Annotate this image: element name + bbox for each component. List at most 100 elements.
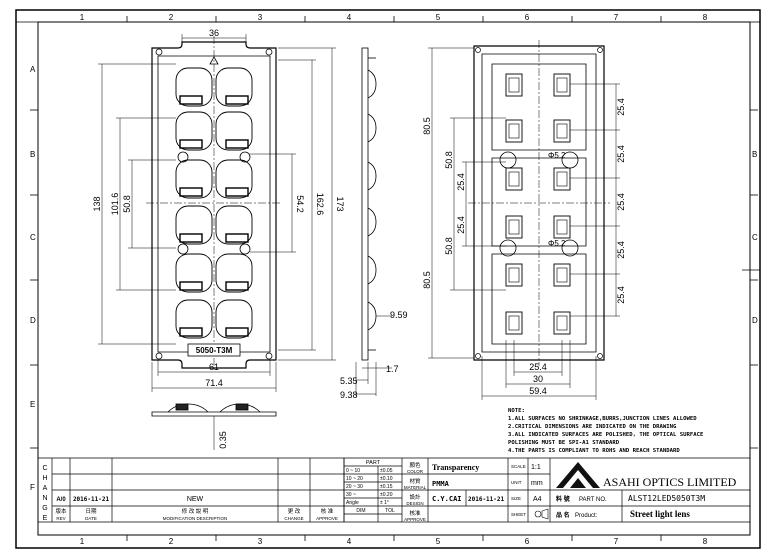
rev-label: REV [56,516,65,521]
product-label: Product: [575,513,598,519]
col-label-6: 6 [525,13,530,22]
approve2-cn: 核准 [409,509,421,517]
row-label-f: F [30,483,35,492]
date-value: 2016-11-21 [73,496,110,503]
note-line-4: POLISHING MUST BE SPI-A1 STANDARD [508,440,620,446]
design-date: 2016-11-21 [468,496,505,503]
dim-535: 5.35 [340,376,358,386]
row-label-c: C [30,233,36,242]
led-pocket [505,311,523,335]
design-label: DESIGN [406,501,423,506]
mod-value: NEW [187,496,204,503]
scale-value: 1:1 [531,464,541,471]
mount-hole [177,151,189,163]
material-label: MATERIAL [404,485,427,490]
mount-hole [265,48,273,56]
col-label-3: 3 [258,13,263,22]
material-value: PMMA [432,480,450,488]
lens-base [225,139,249,149]
partno-value: ALST12LED5050T3M [628,494,705,503]
led-pocket [553,73,571,97]
lens-base [225,187,249,197]
lens-element [175,67,213,107]
partno-label: PART NO. [579,497,607,503]
unit-value: mm [531,480,543,487]
part-header: PART [366,460,381,466]
lens-base [179,187,203,197]
row-label-d-right: D [752,316,758,325]
lens-element [215,111,253,151]
mount-hole [155,48,163,56]
tol-range-2: 10 ~ 20 [346,476,363,482]
led-pocket [553,167,571,191]
col-label-bottom-5: 5 [436,537,441,546]
size-value: A4 [533,496,542,503]
tol-range-1: 0 ~ 10 [346,468,360,474]
dim-width-61: 61 [209,362,219,372]
tol-range-4: 30 ~ [346,492,356,498]
col-label-8: 8 [703,13,708,22]
col-label-bottom-8: 8 [703,537,708,546]
note-line-5: 4.THE PARTS IS COMPLIANT TO ROHS AND REA… [508,448,680,454]
dim-top-width: 36 [209,28,219,38]
col-label-2: 2 [169,13,174,22]
tol-label: TOL [385,508,395,514]
change-letter: A [43,485,48,492]
dim-height-138: 138 [92,196,102,211]
tol-value-3: ±0.15 [380,484,393,490]
dim-label: DIM [356,508,365,514]
dim-30-width: 30 [533,374,543,384]
approve-cn: 核 准 [321,507,334,515]
color-value: Transparency [432,463,479,472]
dim-phi-top: Φ5.2 [548,151,566,160]
change-letter: G [42,505,47,512]
partno-cn: 料 號 [556,495,570,503]
mount-hole [239,243,251,255]
mount-hole [239,151,251,163]
back-plate-outline [473,45,605,361]
scale-label: SCALE [511,464,526,469]
company-name: ASAHI OPTICS LIMITED [603,475,737,489]
lens-element [175,111,213,151]
led-pocket [553,119,571,143]
lens-element [215,299,253,339]
dim-height-173: 173 [335,196,345,211]
col-label-7: 7 [614,13,619,22]
front-plate-outline [151,41,277,369]
tol-value-1: ±0.05 [380,468,393,474]
title-block-text: C H A N G E A/0 2016-11-21 NEW 版本 REV 日期… [42,460,736,522]
col-label-bottom-4: 4 [347,537,352,546]
tol-range-3: 20 ~ 30 [346,484,363,490]
lens-base [179,95,203,105]
dim-phi-bottom: Φ5.2 [548,239,566,248]
dim-height-50: 50.8 [122,195,132,213]
led-pocket [505,167,523,191]
tol-value-5: ± 1° [380,500,389,506]
side-body [361,47,369,361]
grid-ticks [16,16,760,541]
dim-254-right-2: 25.4 [616,145,626,163]
part-label: 5050-T3M [196,346,233,355]
tol-range-5: Angle [346,500,359,506]
rev-label-cn: 版本 [55,507,67,515]
led-pocket [505,215,523,239]
designer: C.Y.CAI [432,495,462,503]
company-logo [556,462,600,488]
lens-base [225,281,249,291]
row-label-b-right: B [752,150,757,159]
mount-hole [177,243,189,255]
profile-view [151,403,277,450]
dim-805-top: 80.5 [422,117,432,135]
dim-width-71: 71.4 [205,378,223,388]
title-block [38,457,750,523]
led-pocket [505,263,523,287]
col-label-1: 1 [80,13,85,22]
mount-hole [265,352,273,360]
col-label-bottom-3: 3 [258,537,263,546]
lens-base [225,95,249,105]
dim-959: 9.59 [390,310,408,320]
led-pocket [505,119,523,143]
dim-254-right-5: 25.4 [616,286,626,304]
approve2-label: APPROVE [404,517,426,522]
